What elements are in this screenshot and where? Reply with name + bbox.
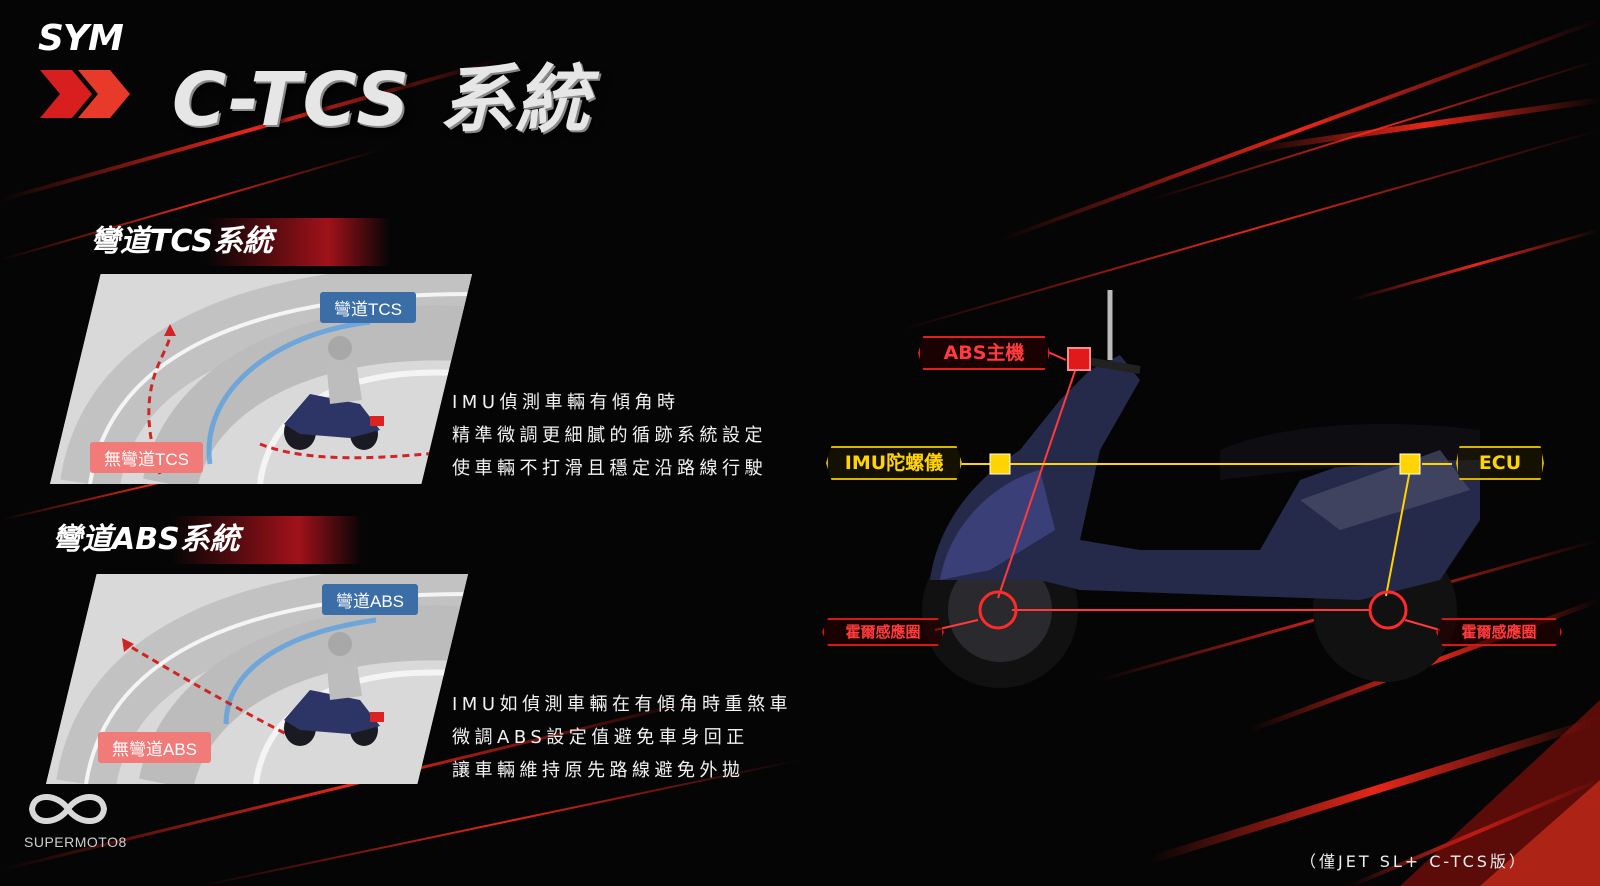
infinity-icon xyxy=(28,794,108,824)
imu-marker xyxy=(989,453,1011,475)
rider-scooter-icon xyxy=(284,336,384,450)
abs-unit-marker xyxy=(1067,347,1091,371)
abs-unit-label: ABS主機 xyxy=(918,336,1050,370)
page-title: C-TCS 系統 xyxy=(172,57,592,143)
tcs-description: IMU偵測車輛有傾角時 精準微調更細膩的循跡系統設定 使車輛不打滑且穩定沿路線行… xyxy=(452,386,767,485)
tag-without-abs: 無彎道ABS xyxy=(98,732,212,763)
abs-line-1: IMU如偵測車輛在有傾角時重煞車 xyxy=(452,694,793,715)
scooter-silhouette xyxy=(922,290,1480,688)
abs-description: IMU如偵測車輛在有傾角時重煞車 微調ABS設定值避免車身回正 讓車輛維持原先路… xyxy=(452,688,792,787)
tcs-line-2: 精準微調更細膩的循跡系統設定 xyxy=(452,425,767,446)
tag-without-tcs: 無彎道TCS xyxy=(90,442,203,473)
hall-rear-label: 霍爾感應圈 xyxy=(1436,618,1562,646)
watermark-text: SUPERMOTO8 xyxy=(24,834,127,850)
scooter-diagram xyxy=(922,290,1480,688)
abs-line-3: 讓車輛維持原先路線避免外拋 xyxy=(452,760,745,781)
section-heading-abs: 彎道ABS系統 xyxy=(44,516,362,564)
imu-label: IMU陀螺儀 xyxy=(826,446,962,480)
footnote: （僅JET SL+ C-TCS版） xyxy=(1300,852,1528,871)
hall-front-label: 霍爾感應圈 xyxy=(822,618,944,646)
rider-scooter-icon xyxy=(284,632,384,746)
abs-line-2: 微調ABS設定值避免車身回正 xyxy=(452,727,749,748)
tcs-line-1: IMU偵測車輛有傾角時 xyxy=(452,392,680,413)
abs-illustration: 彎道ABS 無彎道ABS xyxy=(46,574,468,784)
ecu-label: ECU xyxy=(1456,446,1544,480)
section-heading-tcs: 彎道TCS系統 xyxy=(82,218,390,266)
logo-text: SYM xyxy=(38,18,124,59)
tag-with-abs: 彎道ABS xyxy=(322,584,419,615)
tag-with-tcs: 彎道TCS xyxy=(320,292,416,323)
sym-logo xyxy=(40,70,130,118)
tcs-illustration: 彎道TCS 無彎道TCS xyxy=(50,274,472,484)
hall-front-marker xyxy=(978,590,1018,630)
hall-rear-marker xyxy=(1368,590,1408,630)
ecu-marker xyxy=(1399,453,1421,475)
tcs-line-3: 使車輛不打滑且穩定沿路線行駛 xyxy=(452,458,767,479)
